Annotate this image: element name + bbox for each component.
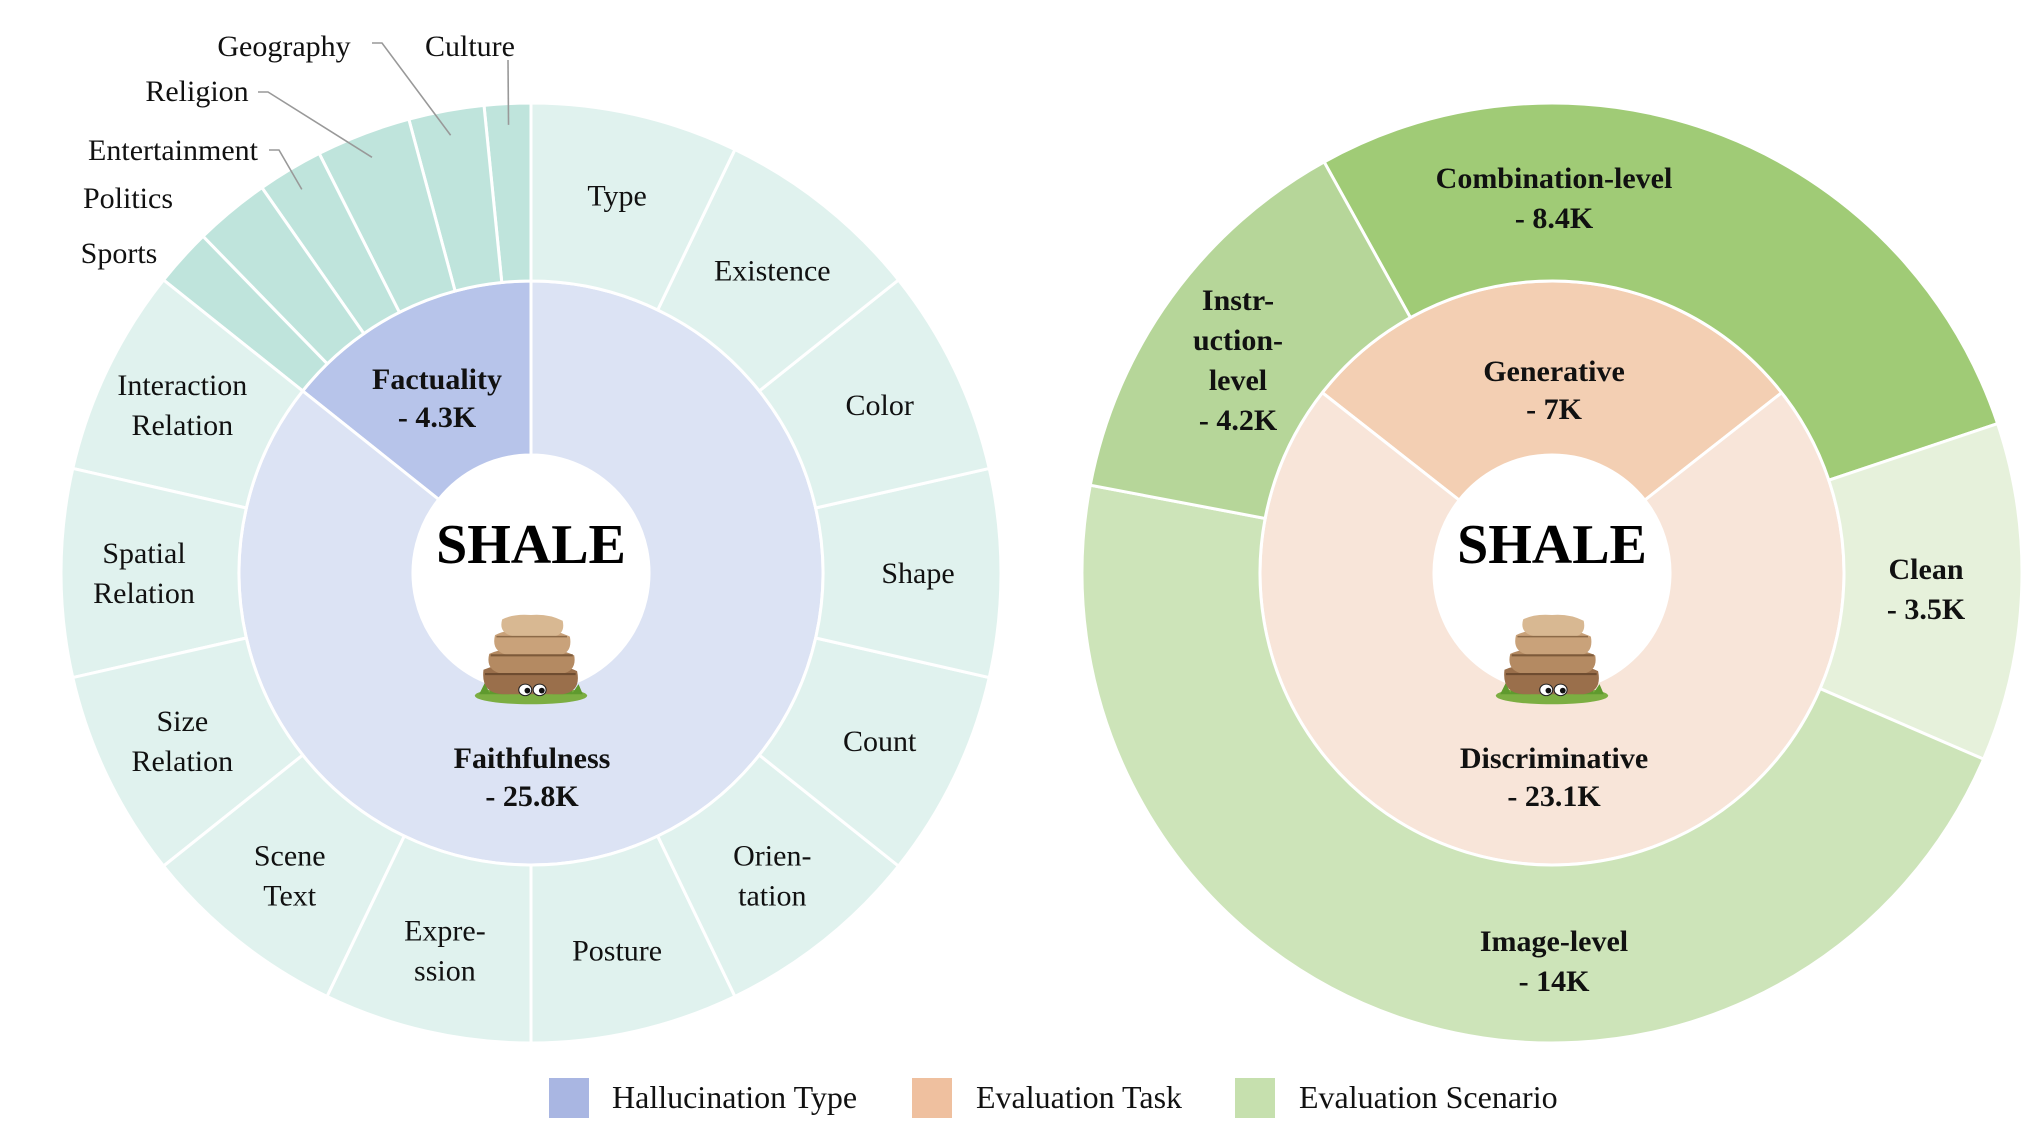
center-title: SHALE [1457, 514, 1647, 576]
outer-slice-spatial-relation [59, 466, 249, 680]
outer-label-sports: Sports [81, 237, 158, 270]
leader-line-culture [507, 59, 510, 125]
outer-label-shape: Shape [881, 557, 954, 590]
outer-label-combination-level: Combination-level- 8.4K [1436, 162, 1673, 235]
outer-slice-expression [325, 834, 533, 1045]
outer-slice-instruction-level [1088, 159, 1413, 521]
legend-item-hallucination-type: Hallucination Type [549, 1078, 857, 1118]
center-title: SHALE [436, 514, 626, 576]
outer-label-geography: Geography [217, 30, 350, 63]
outer-slice-type [529, 101, 737, 312]
legend: Hallucination Type Evaluation Task Evalu… [549, 1078, 1558, 1118]
outer-slice-image-level [1080, 483, 1986, 1045]
outer-slice-sports [161, 234, 330, 394]
legend-swatch-evaluation-scenario [1235, 1078, 1275, 1118]
legend-item-evaluation-task: Evaluation Task [912, 1078, 1182, 1118]
hallucination-type-sunburst: Factuality- 4.3K Faithfulness- 25.8K Inter… [59, 30, 1003, 1045]
legend-swatch-hallucination-type [549, 1078, 589, 1118]
outer-slice-geography [406, 103, 504, 293]
outer-label-existence: Existence [714, 254, 831, 287]
inner-label-generative: Generative- 7K [1483, 355, 1625, 426]
inner-label-discriminative: Discriminative- 23.1K [1460, 742, 1648, 813]
outer-label-clean: Clean- 3.5K [1887, 553, 1966, 626]
outer-slice-size-relation [70, 636, 305, 869]
outer-slice-posture [529, 834, 737, 1045]
leader-line-entertainment [269, 149, 303, 190]
outer-label-count: Count [843, 725, 917, 758]
outer-label-orientation: Orien-tation [733, 840, 811, 913]
outer-label-entertainment: Entertainment [88, 134, 259, 167]
outer-slice-scene-text [161, 752, 407, 999]
evaluation-sunburst: Generative- 7K Discriminative- 23.1K Combi… [1080, 101, 2024, 1045]
outer-label-instruction-level: Instr-uction-level- 4.2K [1193, 284, 1283, 437]
outer-label-color: Color [846, 389, 914, 422]
outer-label-politics: Politics [83, 182, 173, 215]
center-hole [413, 455, 649, 691]
outer-slice-politics [200, 185, 366, 366]
center-hole [1434, 455, 1670, 691]
legend-label-hallucination-type: Hallucination Type [612, 1079, 857, 1115]
outer-label-type: Type [587, 180, 647, 213]
outer-label-posture: Posture [572, 934, 662, 967]
legend-swatch-evaluation-task [912, 1078, 952, 1118]
outer-slice-shape [813, 466, 1003, 680]
outer-label-image-level: Image-level- 14K [1480, 925, 1628, 998]
outer-slice-orientation [655, 752, 901, 999]
outer-slice-clean [1818, 421, 2024, 762]
legend-label-evaluation-scenario: Evaluation Scenario [1299, 1079, 1558, 1115]
outer-label-expression: Expre-ssion [404, 914, 486, 987]
outer-slice-entertainment [259, 151, 402, 336]
legend-label-evaluation-task: Evaluation Task [976, 1079, 1182, 1115]
inner-label-factuality: Factuality- 4.3K [372, 363, 502, 434]
leader-line-religion [258, 91, 373, 158]
legend-item-evaluation-scenario: Evaluation Scenario [1235, 1078, 1558, 1118]
leader-line-geography [372, 42, 452, 136]
outer-slice-count [757, 636, 992, 869]
outer-slice-existence [655, 147, 901, 394]
inner-label-faithfulness: Faithfulness- 25.8K [454, 742, 611, 813]
outer-label-religion: Religion [145, 75, 248, 108]
outer-label-culture: Culture [425, 30, 515, 63]
outer-slice-combination-level [1322, 101, 2000, 483]
outer-slice-color [757, 277, 992, 510]
outer-slice-interaction-relation [70, 277, 305, 510]
